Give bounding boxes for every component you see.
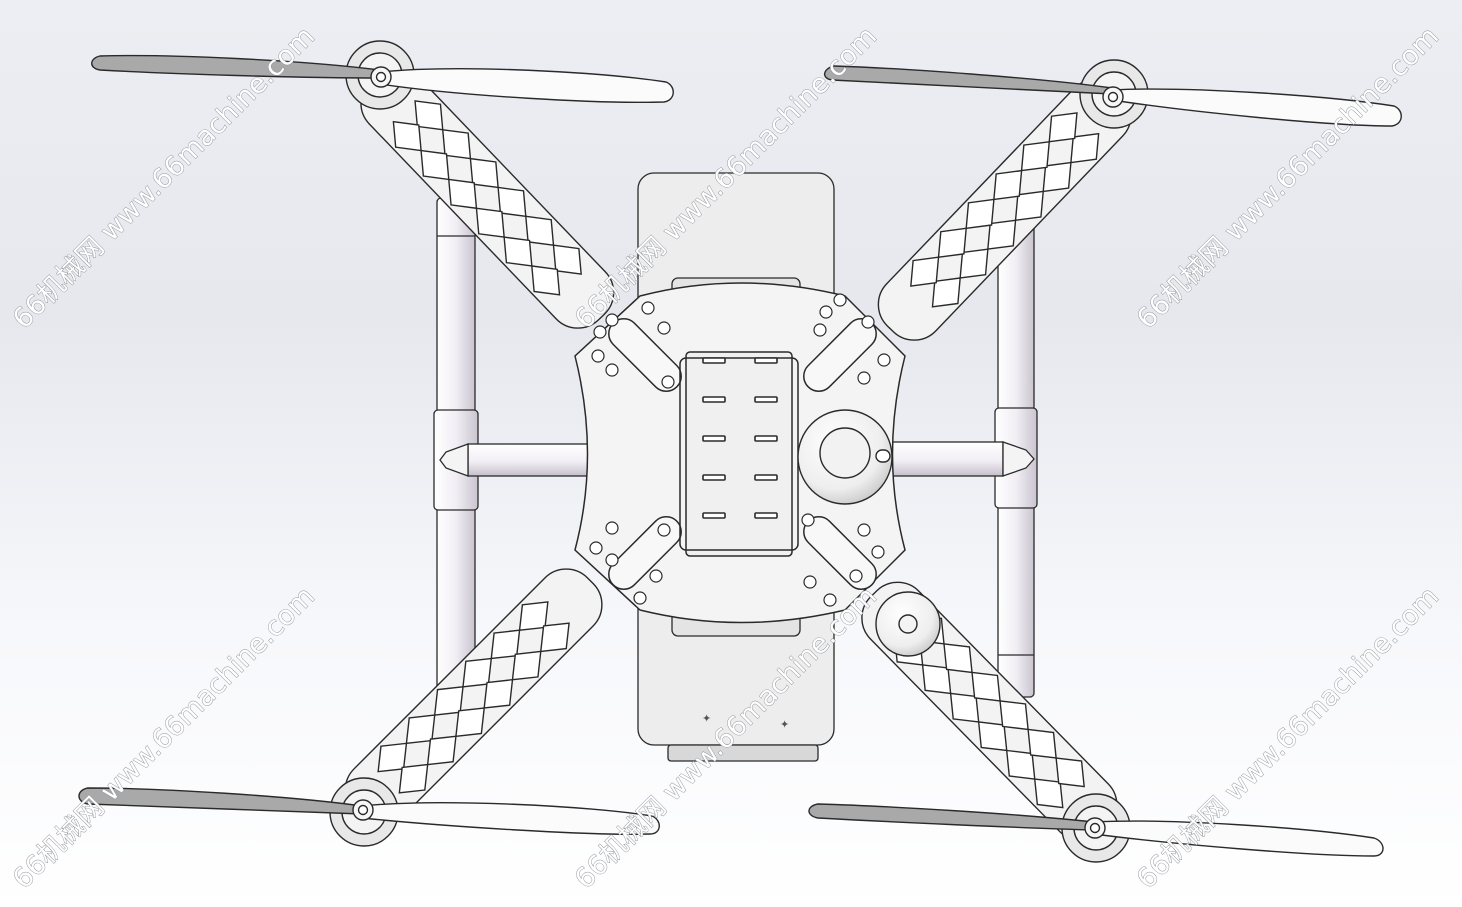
landing-gear-left xyxy=(433,197,589,709)
propeller-rear-left xyxy=(78,787,660,835)
gps-mount xyxy=(797,409,893,505)
watermark-text: 66机械网 www.66machine.com xyxy=(7,581,321,895)
antenna-knob xyxy=(875,591,941,657)
propeller-front-left xyxy=(91,54,674,104)
propeller-rear-right xyxy=(808,803,1384,857)
propeller-front-right xyxy=(824,65,1402,127)
landing-gear-right xyxy=(884,191,1038,698)
svg-text:✦: ✦ xyxy=(780,718,789,731)
svg-text:✦: ✦ xyxy=(702,712,711,725)
watermark-text: 66机械网 www.66machine.com xyxy=(1131,21,1445,335)
center-plate xyxy=(574,282,906,624)
